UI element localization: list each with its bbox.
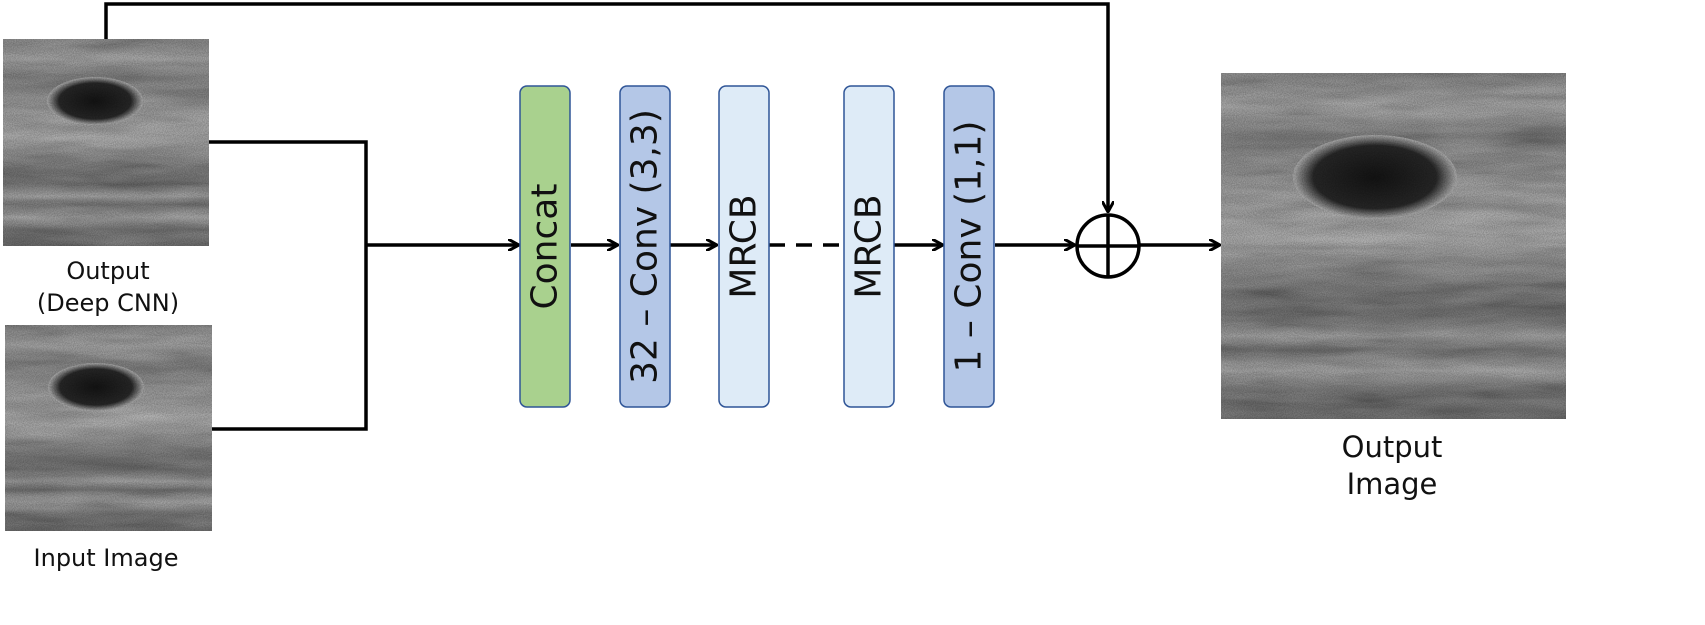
deep-cnn-output-label-line2: (Deep CNN) — [37, 289, 179, 317]
block-concat: Concat — [519, 85, 571, 408]
block-label: 32 – Conv (3,3) — [625, 109, 666, 384]
block-rect — [718, 85, 770, 408]
block-label: 1 – Conv (1,1) — [949, 121, 990, 373]
block-conv-1x1: 1 – Conv (1,1) — [943, 85, 995, 408]
block-label: Concat — [525, 184, 566, 310]
block-conv-3x3: 32 – Conv (3,3) — [619, 85, 671, 408]
skip-connection-arrow — [104, 2, 1108, 211]
circle-plus-icon — [1075, 213, 1141, 279]
deep-cnn-output-image — [3, 39, 209, 246]
final-output-label-line1: Output — [1342, 430, 1443, 464]
input-image-connector — [212, 245, 368, 431]
block-rect — [843, 85, 895, 408]
block-mrcb-1: MRCB — [718, 85, 770, 408]
input-image — [5, 325, 212, 531]
block-rect — [519, 85, 571, 408]
block-rect — [943, 85, 995, 408]
input-image-label: Input Image — [34, 544, 179, 572]
network-blocks: Concat 32 – Conv (3,3) MRCB MRCB 1 – Conv (1… — [519, 85, 995, 408]
block-label: MRCB — [849, 194, 890, 298]
final-output-image — [1221, 73, 1566, 419]
block-label: MRCB — [724, 194, 765, 298]
deep-cnn-output-label-line1: Output — [66, 257, 149, 285]
final-output-label-line2: Image — [1347, 467, 1438, 501]
connectors — [104, 2, 1219, 431]
deep-cnn-output-connector — [209, 140, 368, 245]
block-rect — [619, 85, 671, 408]
block-mrcb-2: MRCB — [843, 85, 895, 408]
